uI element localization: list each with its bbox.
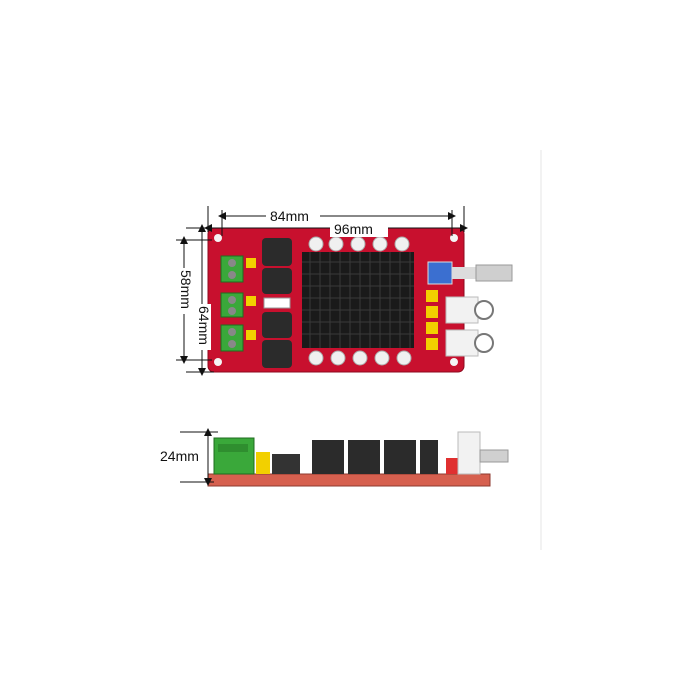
label-bg <box>330 220 388 237</box>
inductor <box>272 454 300 474</box>
capacitor <box>426 338 438 350</box>
mounting-hole <box>214 234 222 242</box>
capacitor <box>426 290 438 302</box>
terminal-block <box>220 292 244 318</box>
capacitor <box>426 306 438 318</box>
heatsink-fins <box>302 252 414 348</box>
potentiometer-knob <box>475 264 513 282</box>
potentiometer-body <box>427 261 453 285</box>
terminal-block <box>220 255 244 283</box>
mounting-hole <box>450 358 458 366</box>
rca-jack <box>474 300 494 320</box>
board-side-view <box>207 431 509 487</box>
rca-jack-body <box>445 329 479 357</box>
terminal-blocks <box>220 255 244 352</box>
inductor <box>262 238 292 266</box>
potentiometer-shaft <box>479 449 509 463</box>
inductor <box>262 340 292 368</box>
dim-label-24mm: 24mm <box>160 448 199 464</box>
heatsink <box>302 252 414 348</box>
capacitor <box>246 330 256 340</box>
rca-jack-body <box>445 296 479 324</box>
label-bg <box>176 268 193 314</box>
label-bg <box>266 207 320 224</box>
rca-jack <box>474 333 494 353</box>
potentiometer-shaft <box>452 267 476 279</box>
dim-label-84mm: 84mm <box>270 208 309 224</box>
pcb-edge <box>207 473 491 487</box>
terminal-block <box>220 324 244 352</box>
component <box>446 458 460 474</box>
dim-label-96mm: 96mm <box>334 221 373 237</box>
capacitor <box>256 452 270 474</box>
mounting-hole <box>450 234 458 242</box>
inductor <box>262 312 292 338</box>
dim-label-58mm: 58mm <box>178 270 194 309</box>
inductor <box>262 268 292 294</box>
capacitor-row <box>308 236 412 366</box>
capacitor <box>426 322 438 334</box>
dimension-lines-side <box>180 428 218 486</box>
capacitor <box>246 296 256 306</box>
dim-label-64mm: 64mm <box>196 306 212 345</box>
rca-jack-body <box>457 431 481 475</box>
inductors <box>262 238 292 368</box>
electrolytic-capacitor <box>384 440 416 474</box>
fuse <box>263 297 291 309</box>
terminal-block <box>213 437 255 475</box>
electrolytic-capacitor <box>312 440 344 474</box>
label-bg <box>194 304 211 350</box>
capacitor <box>246 258 256 268</box>
electrolytic-capacitor <box>420 440 438 474</box>
mounting-hole <box>214 358 222 366</box>
electrolytic-capacitor <box>348 440 380 474</box>
board-top-view <box>207 227 513 373</box>
